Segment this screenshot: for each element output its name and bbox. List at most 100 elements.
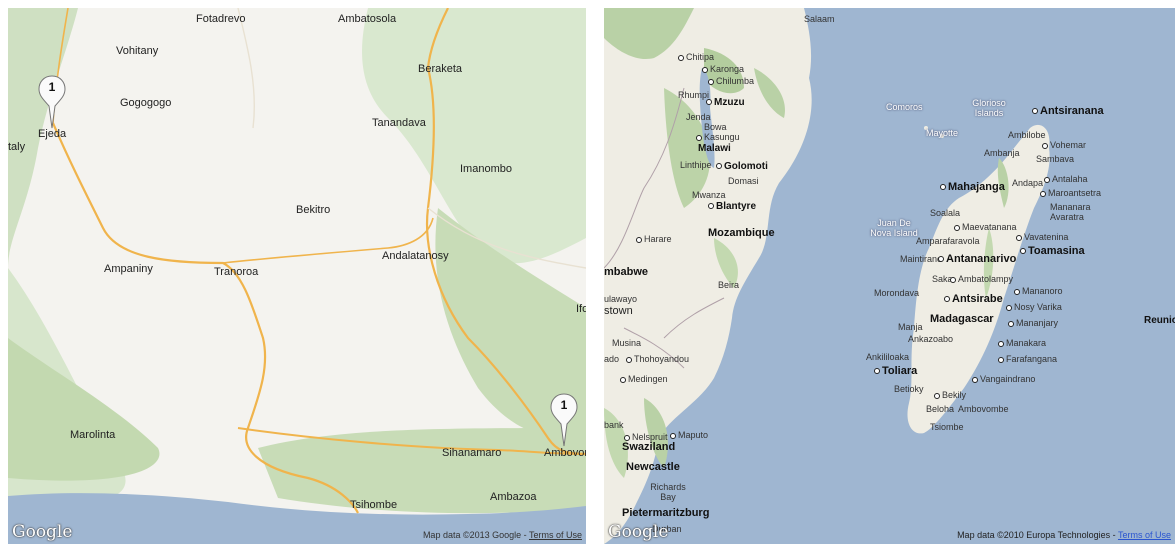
- place-mahajanga: Mahajanga: [940, 182, 1005, 193]
- place-manja: Manja: [898, 322, 923, 332]
- place-newcastle: Newcastle: [626, 461, 680, 473]
- place-imanombo: Imanombo: [460, 163, 512, 175]
- place-saka: Saka: [932, 274, 953, 284]
- place-ado: ado: [604, 354, 620, 364]
- place-tanandava: Tanandava: [372, 117, 426, 129]
- terms-of-use-link[interactable]: Terms of Use: [528, 530, 582, 540]
- place-gogogogo: Gogogogo: [120, 97, 172, 109]
- place-bowa: Bowa: [704, 122, 727, 132]
- right-map[interactable]: Salaam Chitipa Karonga Chilumba Rhumpi M…: [604, 8, 1175, 544]
- google-logo[interactable]: Google: [608, 522, 669, 542]
- place-beloha: Beloha: [926, 404, 955, 414]
- place-rhumpi: Rhumpi: [678, 90, 710, 100]
- map-marker-2[interactable]: 1: [548, 392, 580, 448]
- left-map-terrain: [8, 8, 586, 544]
- place-golomoti: Golomoti: [716, 162, 768, 172]
- place-linthipe: Linthipe: [680, 160, 712, 170]
- place-manakara: Manakara: [998, 338, 1046, 348]
- place-domasi: Domasi: [728, 176, 759, 186]
- map-pin-icon: [38, 75, 66, 129]
- place-andalatanosy: Andalatanosy: [382, 250, 449, 262]
- place-toamasina: Toamasina: [1020, 246, 1085, 257]
- place-ambazoa: Ambazoa: [490, 491, 537, 503]
- place-mananoro: Mananoro: [1014, 286, 1063, 296]
- place-mananara-avaratra: Mananara Avaratra: [1050, 202, 1091, 222]
- place-ambilobe: Ambilobe: [1008, 130, 1046, 140]
- place-antalaha: Antalaha: [1044, 174, 1088, 184]
- place-maevatanana: Maevatanana: [954, 222, 1017, 232]
- place-durban: Durban: [652, 524, 682, 534]
- place-antsiranana: Antsiranana: [1032, 106, 1104, 117]
- place-sihanamaro: Sihanamaro: [442, 447, 502, 459]
- place-ampaniny: Ampaniny: [104, 263, 153, 275]
- place-bulawayo: ulawayo: [604, 294, 638, 304]
- place-farafangana: Farafangana: [998, 354, 1057, 364]
- place-mayotte: Mayotte: [926, 128, 959, 138]
- attribution-text: Map data ©2013 Google -: [422, 530, 527, 540]
- place-vangaindrano: Vangaindrano: [972, 374, 1035, 384]
- place-ifo: Ifo: [576, 303, 586, 315]
- place-mwanza: Mwanza: [692, 190, 726, 200]
- place-pietermaritzburg: Pietermaritzburg: [622, 507, 710, 519]
- place-vohemar: Vohemar: [1042, 140, 1086, 150]
- place-glorioso-islands: Glorioso Islands: [972, 98, 1006, 118]
- place-taly: taly: [8, 141, 26, 153]
- place-tsiombe: Tsiombe: [930, 422, 964, 432]
- place-ambatosola: Ambatosola: [338, 13, 397, 25]
- place-ankazoabo: Ankazoabo: [908, 334, 954, 344]
- place-marolinta: Marolinta: [70, 429, 116, 441]
- place-ejeda: Ejeda: [38, 128, 67, 140]
- place-fotadrevo: Fotadrevo: [196, 13, 246, 25]
- place-sambava: Sambava: [1036, 154, 1075, 164]
- place-jenda: Jenda: [686, 112, 711, 122]
- place-musina: Musina: [612, 338, 642, 348]
- place-maroantsetra: Maroantsetra: [1040, 188, 1101, 198]
- place-bekitro: Bekitro: [296, 204, 331, 216]
- place-morondava: Morondava: [874, 288, 920, 298]
- place-richards-bay: Richards Bay: [650, 482, 686, 502]
- right-map-terrain: [604, 8, 1050, 544]
- map-attribution: Map data ©2013 Google - Terms of Use: [423, 530, 582, 540]
- place-antsirabe: Antsirabe: [944, 294, 1003, 305]
- left-map[interactable]: Fotadrevo Ambatosola Vohitany Beraketa G…: [8, 8, 586, 544]
- map-attribution: Map data ©2010 Europa Technologies - Ter…: [957, 530, 1171, 540]
- place-tsihombe: Tsihombe: [350, 499, 398, 511]
- place-mozambique: Mozambique: [708, 227, 775, 239]
- place-ambovombe: Ambovombe: [958, 404, 1009, 414]
- place-malawi: Malawi: [698, 143, 731, 154]
- place-tranoroa: Tranoroa: [214, 266, 259, 278]
- place-madagascar: Madagascar: [930, 313, 994, 325]
- place-maintirano: Maintirano: [900, 254, 943, 264]
- place-betioky: Betioky: [894, 384, 924, 394]
- place-andapa: Andapa: [1012, 178, 1044, 188]
- place-zimbabwe: mbabwe: [604, 266, 649, 278]
- place-antananarivo: Antananarivo: [938, 254, 1016, 265]
- place-chilumba: Chilumba: [708, 76, 754, 86]
- place-salaam: Salaam: [804, 14, 835, 24]
- map-separator: [586, 0, 604, 544]
- place-kasungu: Kasungu: [696, 132, 740, 142]
- place-reunion: Reunion: [1144, 315, 1175, 326]
- place-beira: Beira: [718, 280, 740, 290]
- place-bank: bank: [604, 420, 624, 430]
- place-ambovombe: Ambovom: [544, 447, 586, 459]
- place-maputo: Maputo: [670, 430, 708, 440]
- place-amparafaravola: Amparafaravola: [916, 236, 980, 246]
- place-comoros: Comoros: [886, 102, 923, 112]
- place-beraketa: Beraketa: [418, 63, 463, 75]
- place-ambatolampy: Ambatolampy: [950, 274, 1013, 284]
- attribution-text: Map data ©2010 Europa Technologies -: [957, 530, 1116, 540]
- place-swaziland: Swaziland: [622, 441, 676, 453]
- place-toliara: Toliara: [874, 366, 917, 377]
- terms-of-use-link[interactable]: Terms of Use: [1117, 530, 1171, 540]
- marker-number: 1: [560, 398, 568, 412]
- place-vohitany: Vohitany: [116, 45, 159, 57]
- place-medingen: Medingen: [620, 374, 668, 384]
- marker-number: 1: [48, 80, 56, 94]
- google-logo[interactable]: Google: [12, 522, 73, 542]
- map-marker-1[interactable]: 1: [36, 74, 68, 130]
- map-pin-icon: [550, 393, 578, 447]
- place-nelspruit: Nelspruit: [624, 432, 668, 442]
- place-mzuzu: Mzuzu: [706, 98, 745, 108]
- place-thohoyandou: Thohoyandou: [626, 354, 689, 364]
